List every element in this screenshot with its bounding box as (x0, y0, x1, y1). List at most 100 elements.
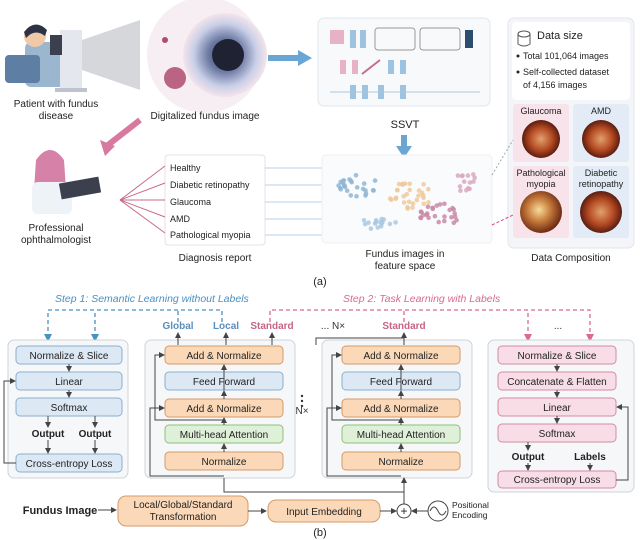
scatter-point (450, 205, 455, 211)
report-title: Diagnosis report (179, 253, 252, 264)
doctor-illustration (32, 150, 102, 214)
data-size-item: Self-collected dataset (523, 67, 610, 77)
left-linear: Linear (55, 377, 83, 388)
ellipsis: ... (554, 321, 562, 332)
step2-routes (269, 309, 591, 338)
class-dr-1: Diabetic (585, 168, 618, 178)
feature-label-1: Fundus images in (366, 249, 445, 260)
report-item: Healthy (170, 163, 201, 173)
t2-add-norm-top: Add & Normalize (363, 351, 438, 362)
data-size-item: of 4,156 images (523, 80, 588, 90)
transformation-label-2: Transformation (150, 512, 217, 523)
scatter-point (371, 188, 376, 193)
scatter-point (347, 177, 352, 182)
scatter-point (353, 173, 359, 178)
right-labels: Labels (574, 452, 606, 463)
scatter-point (402, 181, 408, 186)
scatter-point (424, 212, 430, 218)
scatter-point (457, 184, 463, 189)
t2-add-norm-mid: Add & Normalize (363, 404, 438, 415)
caption-a: (a) (313, 276, 326, 288)
scatter-point (387, 221, 393, 227)
scatter-point (341, 178, 347, 183)
right-normalize-slice: Normalize & Slice (518, 351, 597, 362)
patient-illustration (5, 20, 140, 92)
scatter-point (416, 193, 421, 199)
step1-routes (47, 309, 223, 338)
scatter-point (406, 199, 412, 205)
scatter-point (342, 183, 347, 189)
right-linear: Linear (543, 403, 571, 414)
t1-add-norm-top: Add & Normalize (186, 351, 261, 362)
t1-normalize: Normalize (201, 457, 246, 468)
class-dr-2: retinopathy (579, 179, 624, 189)
scatter-point (378, 224, 384, 229)
right-softmax: Softmax (539, 429, 576, 440)
scatter-point (460, 173, 465, 178)
scatter-point (425, 204, 431, 210)
scatter-point (410, 205, 415, 210)
fundus-thumbnail (580, 191, 622, 233)
left-softmax: Softmax (51, 403, 88, 414)
standard-output-2: Standard (382, 321, 425, 332)
scatter-point (416, 188, 422, 193)
fundus-image-label: Fundus Image (23, 505, 98, 517)
scatter-point (372, 178, 378, 183)
scatter-point (465, 173, 471, 178)
scatter-point (471, 179, 476, 184)
data-size-item: Total 101,064 images (523, 51, 609, 61)
scatter-point (467, 180, 473, 185)
positional-label-2: Encoding (452, 510, 488, 520)
scatter-point (471, 172, 476, 177)
scatter-point (407, 187, 413, 193)
scatter-point (414, 197, 420, 203)
data-composition-label: Data Composition (531, 253, 610, 264)
scatter-point (387, 196, 393, 201)
fundus-thumbnail (582, 120, 620, 158)
scatter-point (401, 200, 407, 205)
scatter-point (421, 182, 426, 187)
left-output-1: Output (32, 429, 65, 440)
scatter-point (338, 187, 344, 192)
scatter-point (396, 181, 402, 187)
scatter-point (372, 221, 378, 226)
scatter-point (404, 192, 410, 197)
transformer-block-2: Add & Normalize Feed Forward Add & Norma… (315, 332, 473, 479)
scatter-point (362, 221, 368, 227)
scatter-point (375, 225, 381, 230)
doctor-label-1: Professional (28, 223, 83, 234)
doctor-label-2: ophthalmologist (21, 235, 91, 246)
scatter-point (421, 201, 427, 207)
scatter-point (418, 215, 423, 220)
report-item: Diabetic retinopathy (170, 180, 250, 190)
t1-add-norm-mid: Add & Normalize (186, 404, 261, 415)
scatter-point (437, 202, 443, 207)
scatter-point (430, 206, 436, 212)
scatter-point (394, 187, 400, 193)
model-label: SSVT (391, 119, 420, 131)
fundus-thumbnail (522, 120, 560, 158)
class-amd: AMD (591, 106, 612, 116)
fundus-thumbnail (520, 191, 562, 233)
ssvt-model-box (317, 17, 491, 107)
t1-attention: Multi-head Attention (180, 430, 268, 441)
scatter-point (420, 193, 426, 198)
class-myopia-2: myopia (526, 179, 555, 189)
patient-label-1: Patient with fundus (14, 99, 99, 110)
scatter-point (361, 218, 367, 223)
fundus-eye-illustration (147, 0, 267, 113)
report-item: Pathological myopia (170, 230, 251, 240)
feature-label-2: feature space (375, 261, 436, 272)
scatter-point (368, 226, 374, 231)
scatter-point (426, 186, 431, 192)
step1-label: Step 1: Semantic Learning without Labels (55, 293, 250, 305)
step2-label: Step 2: Task Learning with Labels (343, 293, 501, 305)
scatter-point (418, 209, 424, 214)
scatter-point (393, 195, 399, 201)
report-item: AMD (170, 214, 191, 224)
scatter-point (361, 181, 367, 186)
scatter-point (452, 211, 458, 216)
patient-label-2: disease (39, 111, 74, 122)
